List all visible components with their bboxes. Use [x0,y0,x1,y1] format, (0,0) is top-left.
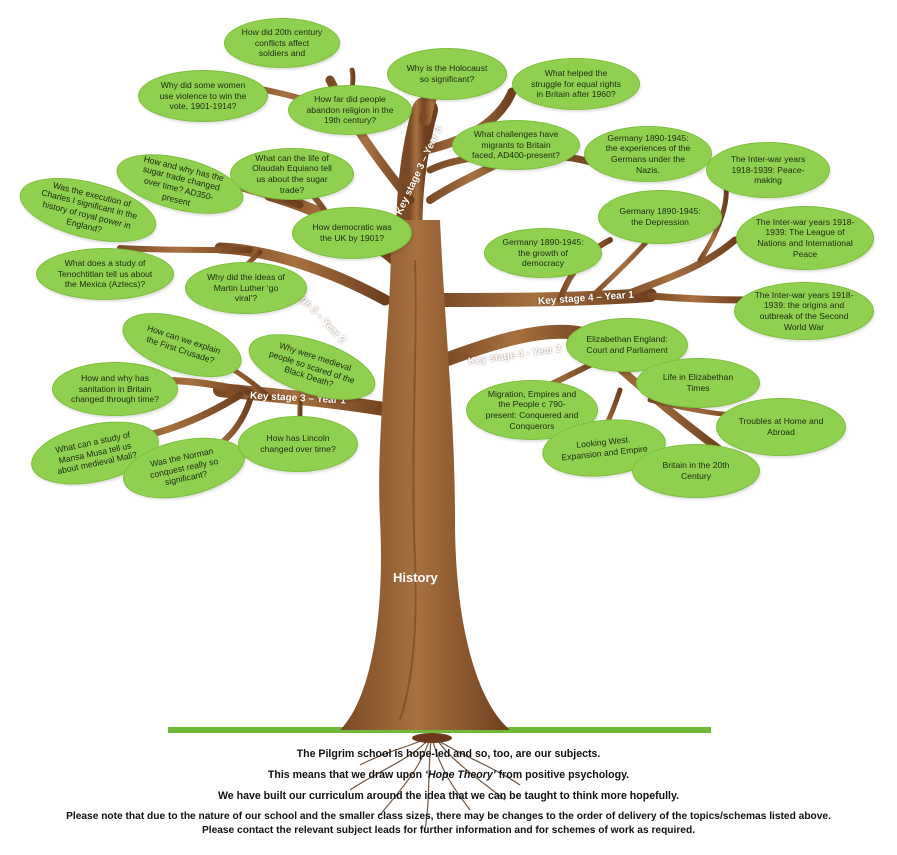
leaf-interwar-peacemaking: The Inter-war years 1918-1939: Peace-mak… [706,142,830,198]
leaf-sanitation: How and why has sanitation in Britain ch… [52,362,178,416]
leaf-20th-century-conflicts: How did 20th century conflicts affect so… [224,18,340,68]
leaf-holocaust: Why is the Holocaust so significant? [387,48,507,100]
trunk-grain [399,259,417,721]
tree-roots [349,737,521,831]
note-line-3: We have built our curriculum around the … [217,789,680,802]
tree-trunk [340,220,510,730]
note-line-2: This means that we draw upon ‘Hope Theor… [0,769,897,783]
leaf-martin-luther: Why did the ideas of Martin Luther ‘go v… [185,262,307,314]
leaf-germany-democracy: Germany 1890-1945: the growth of democra… [484,228,602,278]
leaf-democratic-uk: How democratic was the UK by 1901? [292,207,412,259]
leaf-migrants: What challenges have migrants to Britain… [452,120,580,170]
ground-hole [412,733,452,743]
note-line-1: The Pilgrim school is hope-led and so, t… [296,748,601,760]
leaf-origins-ww2: The Inter-war years 1918-1939: the origi… [734,282,874,340]
leaf-equiano: What can the life of Olaudah Equiano tel… [230,148,354,200]
leaf-league-of-nations: The Inter-war years 1918-1939: The Leagu… [736,206,874,270]
leaf-life-elizabethan: Life in Elizabethan Times [636,358,760,408]
note-line-4: Please note that due to the nature of ou… [66,811,831,837]
note-line-2-after: from positive psychology. [495,768,630,781]
leaf-tenochtitlan: What does a study of Tenochtitlan tell u… [36,248,174,300]
note-line-2-before: This means that we draw upon [267,768,426,781]
leaf-religion: How far did people abandon religion in t… [288,85,412,135]
curriculum-notes: The Pilgrim school is hope-led and so, t… [0,748,897,845]
leaf-germany-depression: Germany 1890-1945: the Depression [598,190,722,244]
leaf-troubles: Troubles at Home and Abroad [716,398,846,456]
leaf-equal-rights: What helped the struggle for equal right… [512,58,640,110]
note-hope-theory: ‘Hope Theory’ [425,768,496,781]
leaf-britain-20th: Britain in the 20th Century [632,444,760,498]
leaf-lincoln: How has Lincoln changed over time? [238,416,358,472]
leaf-women-vote: Why did some women use violence to win t… [138,70,268,122]
trunk-label: History [393,570,438,585]
leaf-germany-nazis: Germany 1890-1945: the experiences of th… [584,126,712,182]
